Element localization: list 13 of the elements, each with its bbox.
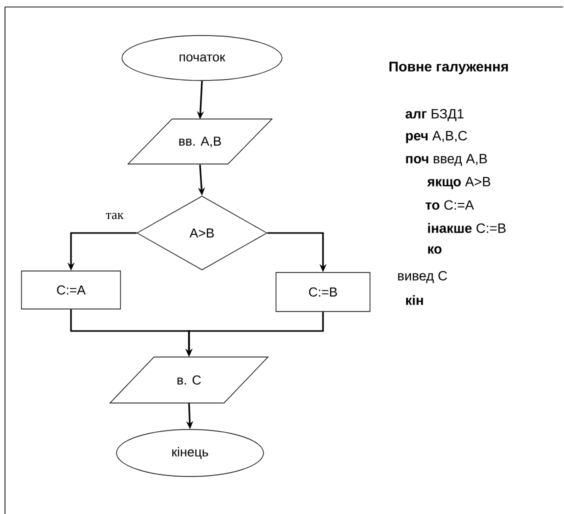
code-line: поч введ A,B <box>406 154 487 166</box>
edge-label: так <box>106 212 124 220</box>
code-line: алг БЗД1 <box>406 108 464 122</box>
code-line: то C:=A <box>426 200 474 210</box>
process-box: C:=B <box>276 272 370 312</box>
code-line: якщо A>B <box>427 177 490 189</box>
process-box: C:=A <box>21 270 121 310</box>
heading: Повне галуження <box>389 62 508 74</box>
code-line: ко <box>428 246 442 254</box>
code-line: вивед C <box>398 270 447 284</box>
code-line: реч A,B,C <box>406 130 467 144</box>
code-line: кін <box>406 295 423 305</box>
code-line: інакше C:=B <box>428 223 506 233</box>
